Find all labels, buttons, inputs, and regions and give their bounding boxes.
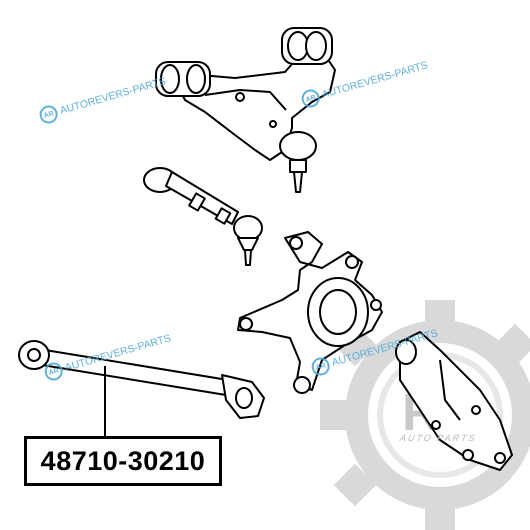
upper-control-arm [155,27,336,193]
steering-knuckle [237,231,383,394]
tie-rod [143,167,263,266]
part-number-label: 48710-30210 [24,436,222,486]
trailing-arm [395,331,513,471]
brand-logo-text: AUTO PARTS [399,433,478,443]
lower-rear-link [18,340,265,440]
